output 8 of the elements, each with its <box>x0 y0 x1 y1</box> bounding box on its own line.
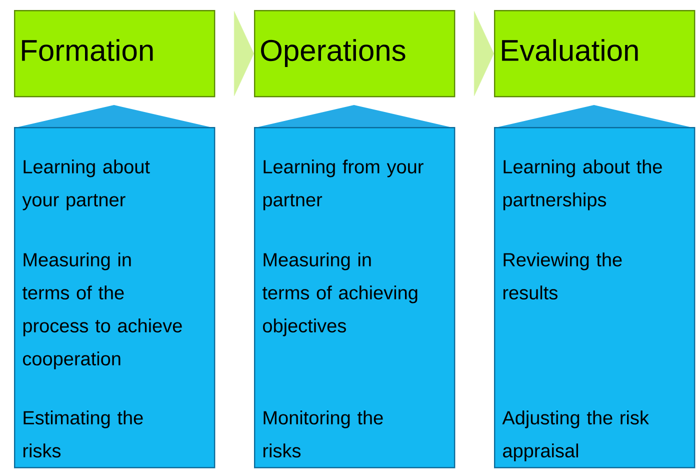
chevron-arrow <box>473 11 494 96</box>
stage-box: Operations <box>254 10 456 98</box>
activity-box: Learning from your partner Measuring in terms of achieving objectives Monitoring the risks <box>254 105 456 468</box>
chevron-arrow <box>233 11 254 96</box>
stage-box: Evaluation <box>494 10 696 98</box>
activity-box: Learning about the partnerships Reviewing the results Adjusting the risk appraisal <box>494 105 696 468</box>
activity-box: Learning about your partner Measuring in terms of the process to achieve cooperation Estimating the risks <box>14 105 216 468</box>
stage-box: Formation <box>14 10 216 98</box>
